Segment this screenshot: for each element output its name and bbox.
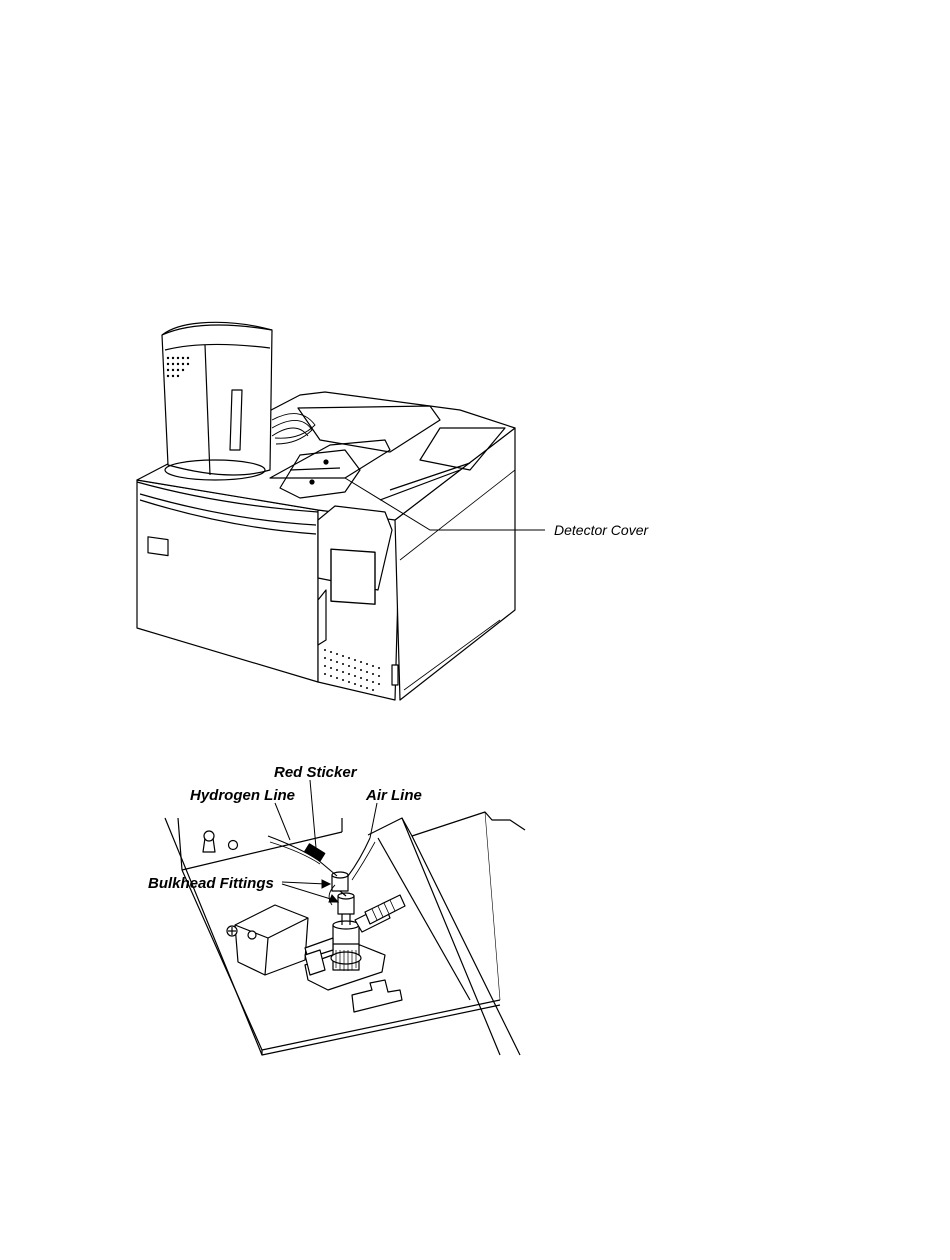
bulkhead-fittings-label: Bulkhead Fittings [148, 875, 274, 892]
red-sticker-label: Red Sticker [274, 764, 358, 781]
air-line-label: Air Line [365, 787, 422, 804]
display-screen [331, 549, 375, 604]
bulkhead-detail-illustration [165, 812, 525, 1055]
red-sticker-band [305, 844, 325, 861]
gc-instrument-illustration [137, 322, 515, 700]
hydrogen-line [268, 836, 337, 876]
detector-cover-label: Detector Cover [554, 522, 649, 538]
solenoid-block [235, 905, 308, 975]
hydrogen-line-label: Hydrogen Line [190, 787, 295, 804]
